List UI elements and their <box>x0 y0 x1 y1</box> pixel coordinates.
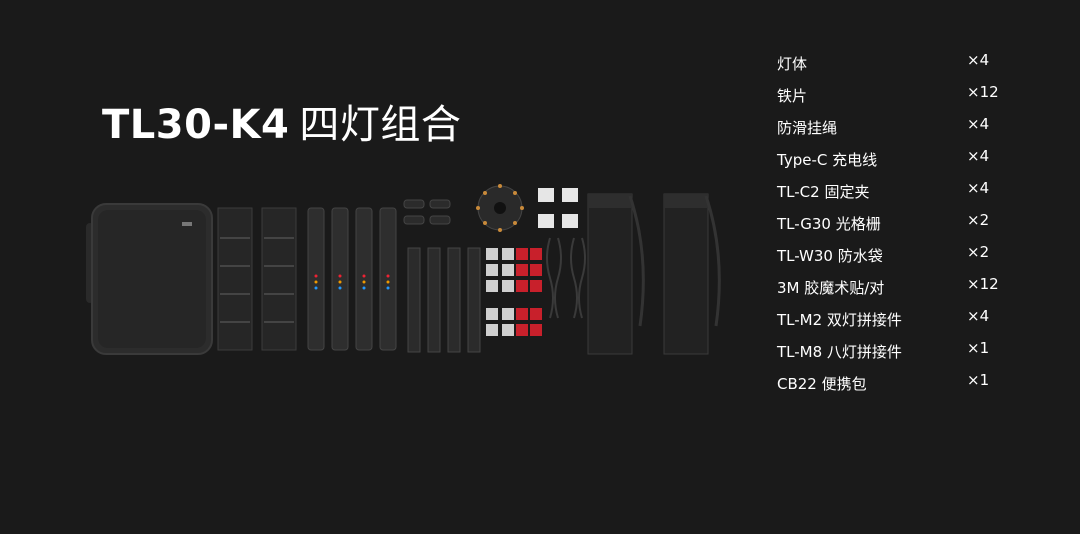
clip-image <box>538 188 578 228</box>
waterproof-bag-image <box>587 193 721 355</box>
carry-bag-image <box>86 203 213 355</box>
list-item: TL-M8 八灯拼接件 ×1 <box>777 336 1017 368</box>
list-item: Type-C 充电线 ×4 <box>777 144 1017 176</box>
item-qty: ×12 <box>967 83 999 101</box>
list-item: TL-C2 固定夹 ×4 <box>777 176 1017 208</box>
list-item: TL-G30 光格栅 ×2 <box>777 208 1017 240</box>
velcro-pad-image <box>486 248 542 336</box>
item-name: 防滑挂绳 <box>777 119 838 137</box>
list-item: CB22 便携包 ×1 <box>777 368 1017 400</box>
list-item: 铁片 ×12 <box>777 80 1017 112</box>
item-qty: ×1 <box>967 371 990 389</box>
item-qty: ×4 <box>967 51 990 69</box>
item-name: Type-C 充电线 <box>777 151 878 169</box>
light-tube-image <box>307 207 397 351</box>
item-name: 灯体 <box>777 55 808 73</box>
item-name: 铁片 <box>777 87 808 105</box>
list-item: 防滑挂绳 ×4 <box>777 112 1017 144</box>
item-qty: ×2 <box>967 211 990 229</box>
item-qty: ×4 <box>967 115 990 133</box>
item-qty: ×4 <box>967 307 990 325</box>
cable-image <box>546 237 586 319</box>
item-qty: ×4 <box>967 179 990 197</box>
item-qty: ×2 <box>967 243 990 261</box>
list-item: TL-M2 双灯拼接件 ×4 <box>777 304 1017 336</box>
item-name: CB22 便携包 <box>777 375 867 393</box>
title-model: TL30-K4 <box>102 102 290 148</box>
kit-product-image <box>86 184 721 355</box>
item-name: TL-M8 八灯拼接件 <box>777 343 902 361</box>
light-grid-image <box>217 207 297 351</box>
item-name: TL-W30 防水袋 <box>777 247 883 265</box>
item-name: TL-G30 光格栅 <box>777 215 881 233</box>
kit-contents-list: 灯体 ×4 铁片 ×12 防滑挂绳 ×4 Type-C 充电线 ×4 TL-C2 固定夹… <box>777 48 1017 400</box>
list-item: TL-W30 防水袋 ×2 <box>777 240 1017 272</box>
item-name: TL-C2 固定夹 <box>777 183 870 201</box>
item-name: 3M 胶魔术贴/对 <box>777 279 885 297</box>
list-item: 灯体 ×4 <box>777 48 1017 80</box>
item-qty: ×1 <box>967 339 990 357</box>
item-qty: ×12 <box>967 275 999 293</box>
title-name: 四灯组合 <box>299 102 462 148</box>
list-item: 3M 胶魔术贴/对 ×12 <box>777 272 1017 304</box>
lanyard-image <box>403 199 481 353</box>
connector-m8-image <box>476 184 524 232</box>
item-qty: ×4 <box>967 147 990 165</box>
item-name: TL-M2 双灯拼接件 <box>777 311 902 329</box>
